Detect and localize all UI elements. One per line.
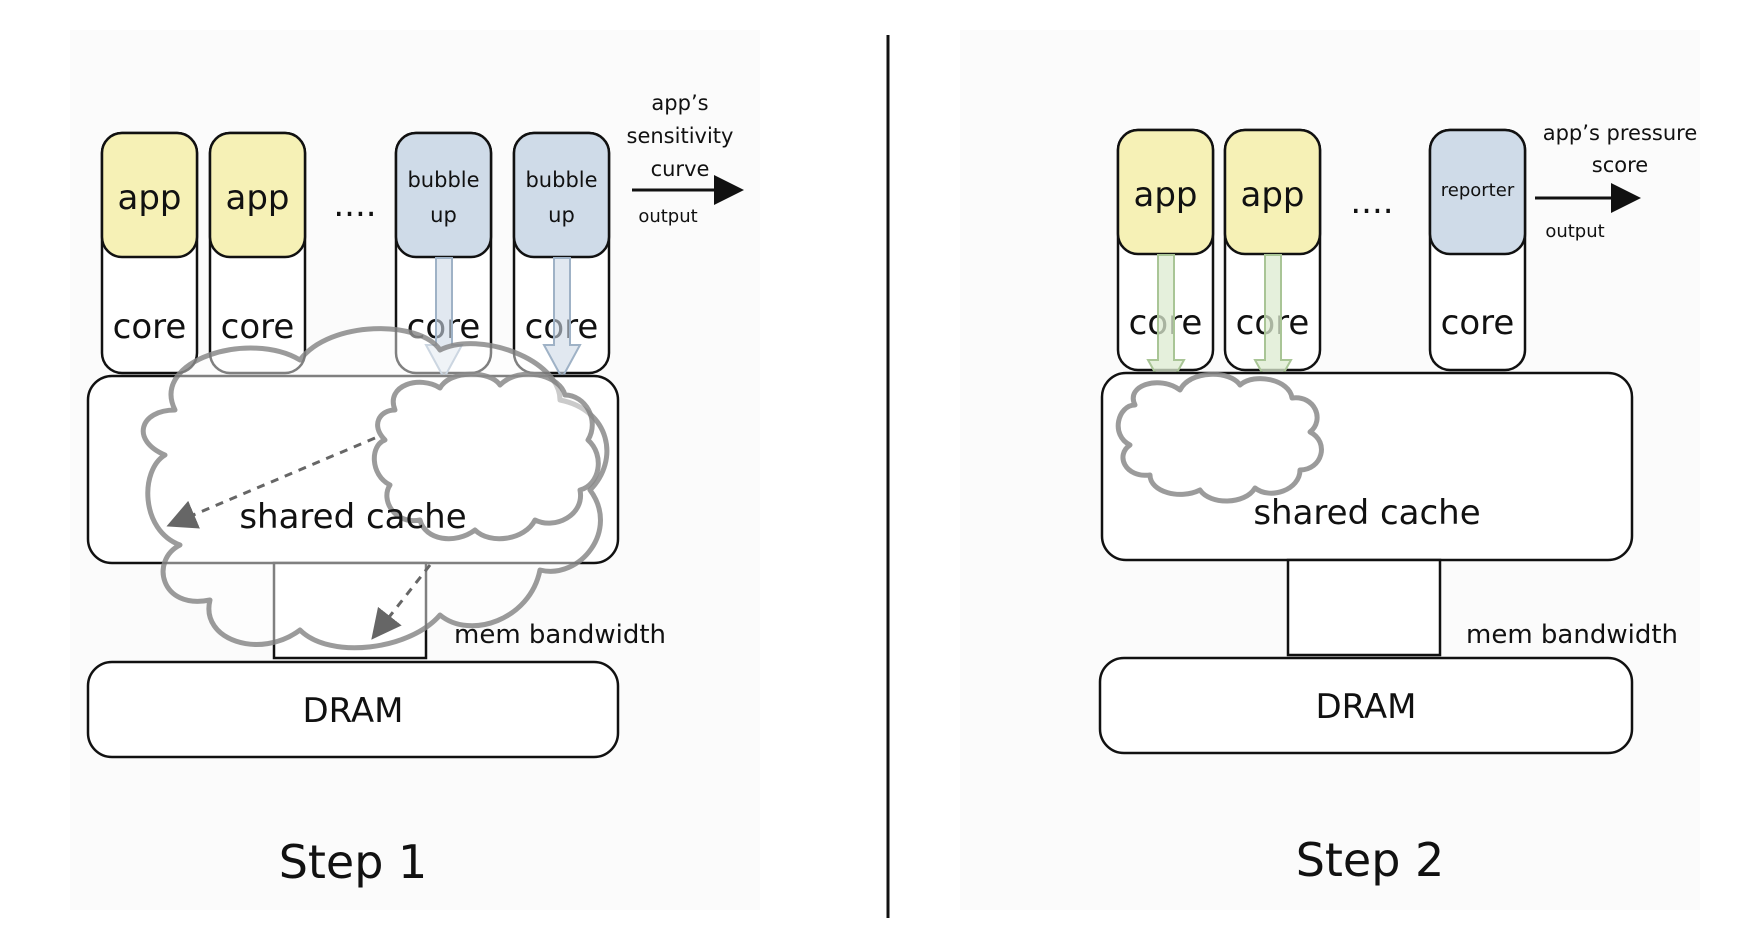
cloud-icon xyxy=(1115,371,1324,504)
output-label-line3: curve xyxy=(651,157,710,181)
core-column-3: reporter core xyxy=(1428,128,1527,372)
app-block xyxy=(208,131,307,259)
core-column-1: app core xyxy=(100,131,199,375)
large-cloud-icon xyxy=(140,326,610,651)
down-arrow-icon xyxy=(542,257,582,381)
app-label: app xyxy=(1241,175,1305,215)
app-label: app xyxy=(118,178,182,218)
output-label-line2: sensitivity xyxy=(627,124,734,148)
app-block xyxy=(100,131,199,259)
core-column-1: app core xyxy=(1116,128,1215,395)
output-caption: output xyxy=(638,206,697,227)
mem-bandwidth-label: mem bandwidth xyxy=(1466,620,1678,650)
bubble-label-line1: bubble xyxy=(525,168,597,192)
bubble-label-line2: up xyxy=(548,203,575,227)
shared-cache-label: shared cache xyxy=(1253,493,1480,533)
dram-box xyxy=(1098,656,1634,755)
eviction-arrow-icon xyxy=(166,436,376,529)
bubble-label-line2: up xyxy=(430,203,457,227)
reporter-label: reporter xyxy=(1441,180,1515,201)
step1-title: Step 1 xyxy=(279,835,428,889)
shared-cache-label: shared cache xyxy=(239,497,466,537)
app-label: app xyxy=(226,178,290,218)
step2-title: Step 2 xyxy=(1296,833,1445,887)
core-label: core xyxy=(1441,303,1515,343)
mem-bandwidth-label: mem bandwidth xyxy=(454,620,666,650)
core-column-3: bubble up core xyxy=(394,131,493,381)
core-column-2: app core xyxy=(1223,128,1322,395)
output-label-line1: app’s pressure xyxy=(1543,121,1698,145)
dram-label: DRAM xyxy=(1315,687,1416,727)
small-cloud-icon xyxy=(371,371,601,542)
step1-diagram: app core app core .... bubble up core bu… xyxy=(86,91,744,889)
dram-box xyxy=(86,660,620,759)
step2-diagram: app core app core .... reporter core app… xyxy=(1098,121,1698,887)
app-label: app xyxy=(1134,175,1198,215)
bubble-label-line1: bubble xyxy=(407,168,479,192)
core-label: core xyxy=(221,307,295,347)
output-label-line1: app’s xyxy=(651,91,708,115)
ellipsis: .... xyxy=(1350,182,1393,222)
core-column-2: app core xyxy=(208,131,307,375)
mem-bandwidth-channel xyxy=(1286,558,1442,657)
bubble-up-block xyxy=(394,131,493,259)
output-caption: output xyxy=(1545,221,1604,242)
core-label: core xyxy=(113,307,187,347)
ellipsis: .... xyxy=(333,185,376,225)
reporter-block xyxy=(1428,128,1527,256)
bubble-up-block xyxy=(512,131,611,259)
output-label-line2: score xyxy=(1592,153,1648,177)
core-column-4: bubble up core xyxy=(512,131,611,381)
dram-label: DRAM xyxy=(302,691,403,731)
